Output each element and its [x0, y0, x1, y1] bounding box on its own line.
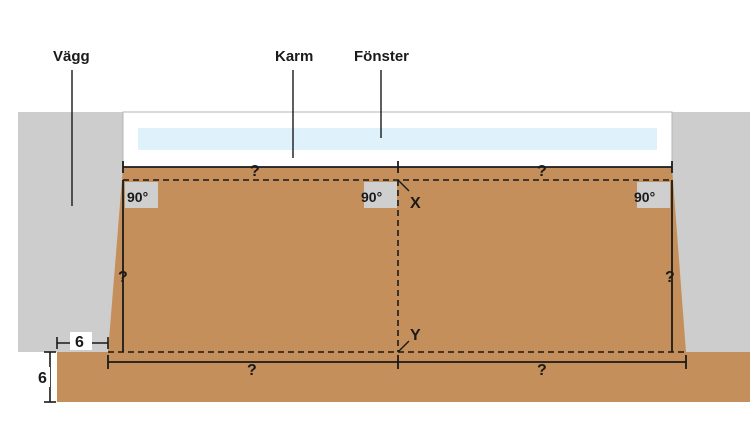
wall-label: Vägg — [53, 48, 90, 65]
window-label: Fönster — [354, 48, 409, 65]
angle-box-right — [637, 182, 670, 208]
bottom-left-dimension-label: ? — [247, 362, 257, 379]
sill-board — [108, 167, 686, 352]
angle-label-right: 90° — [634, 189, 655, 205]
angle-label-left: 90° — [127, 189, 148, 205]
angle-label-middle: 90° — [361, 189, 382, 205]
point-x-label: X — [410, 195, 421, 212]
offset-horizontal-label-bg — [70, 332, 92, 350]
frame-label: Karm — [275, 48, 313, 65]
bottom-right-dimension-label: ? — [537, 362, 547, 379]
offset-vertical-label-bg — [36, 367, 50, 387]
left-height-label: ? — [118, 269, 128, 286]
top-right-dimension-label: ? — [537, 163, 547, 180]
angle-box-middle — [364, 182, 397, 208]
point-y-leader — [397, 340, 410, 353]
right-wall — [672, 112, 750, 352]
lower-sill — [57, 352, 750, 402]
right-height-label: ? — [665, 269, 675, 286]
point-x-leader — [397, 179, 410, 192]
offset-horizontal-label: 6 — [75, 334, 84, 351]
point-y-label: Y — [410, 327, 421, 344]
angle-box-left — [125, 182, 158, 208]
left-wall — [18, 112, 123, 352]
offset-vertical-label: 6 — [38, 370, 47, 387]
window-glass — [138, 128, 657, 150]
top-left-dimension-label: ? — [250, 163, 260, 180]
